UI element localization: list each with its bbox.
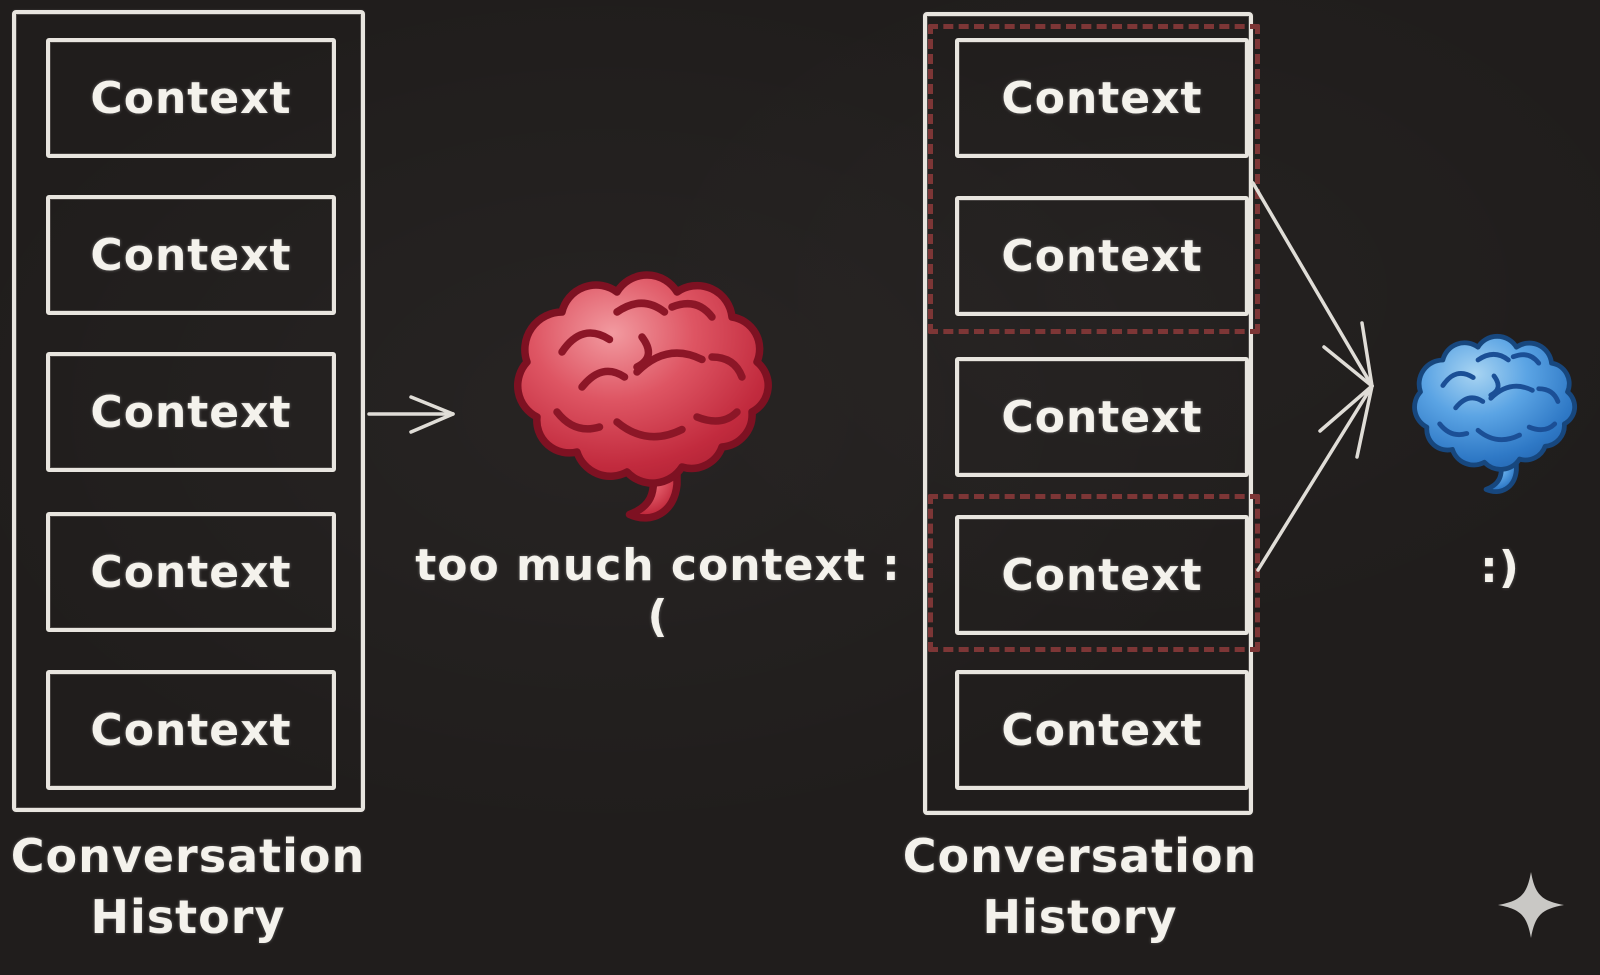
context-box: Context — [955, 670, 1249, 790]
context-box: Context — [46, 512, 336, 632]
context-box: Context — [46, 670, 336, 790]
context-box: Context — [955, 357, 1249, 477]
left-history-label-line1: Conversation — [10, 829, 366, 883]
left-history-container: Context Context Context Context Context — [12, 10, 365, 812]
right-history-label-line2: History — [982, 889, 1178, 944]
context-box: Context — [46, 38, 336, 158]
red-brain-icon — [514, 271, 772, 522]
blue-brain-icon — [1412, 333, 1578, 494]
too-much-context-caption: too much context :( — [415, 540, 901, 642]
right-history-container: Context Context Context Context Context — [923, 12, 1253, 815]
converging-arrows-icon — [1251, 181, 1374, 572]
context-box: Context — [46, 195, 336, 315]
context-box: Context — [46, 352, 336, 472]
right-history-label: Conversation History — [890, 826, 1270, 947]
left-history-label-line2: History — [90, 889, 286, 944]
context-box: Context — [955, 196, 1249, 316]
left-to-brain-arrow-icon — [367, 395, 455, 434]
sparkle-icon — [1498, 872, 1564, 938]
right-history-label-line1: Conversation — [902, 829, 1258, 883]
context-box: Context — [955, 515, 1249, 635]
context-box: Context — [955, 38, 1249, 158]
happy-face-caption: :) — [1480, 542, 1520, 593]
left-history-label: Conversation History — [0, 826, 376, 947]
